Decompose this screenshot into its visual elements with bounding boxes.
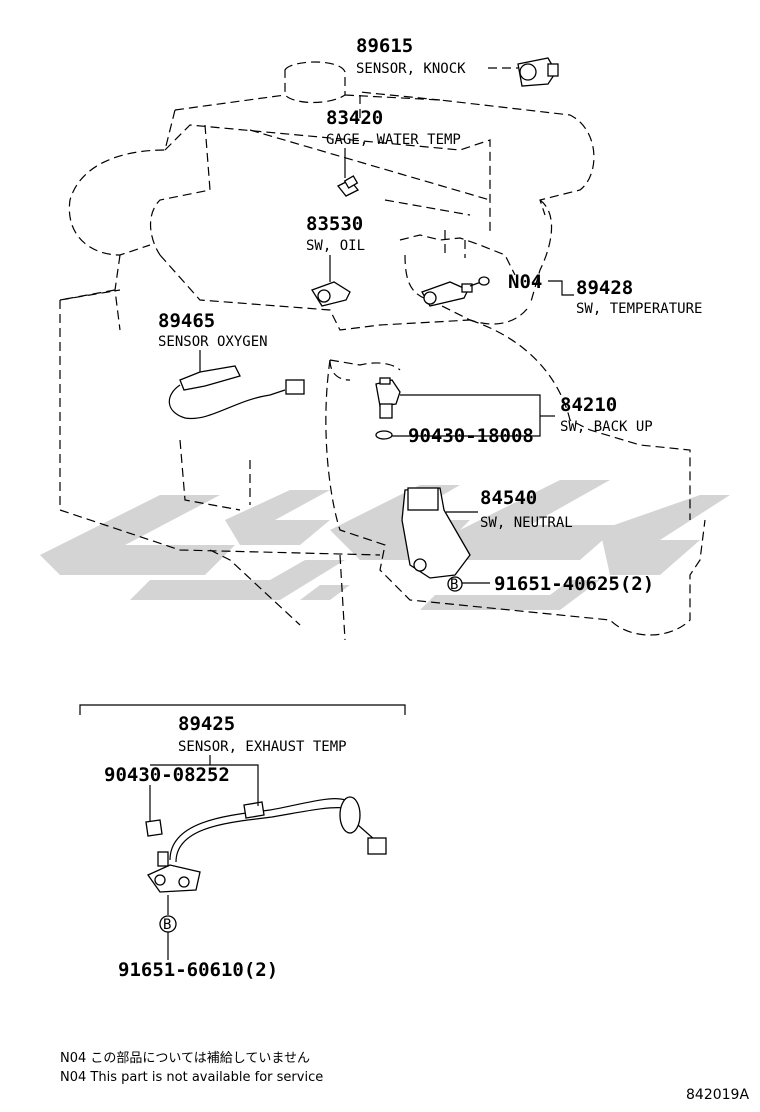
part-name-knock-sensor: SENSOR, KNOCK — [356, 61, 466, 77]
part-number-91651-60610[interactable]: 91651-60610(2) — [118, 959, 278, 981]
note-english: N04 This part is not available for servi… — [60, 1070, 323, 1085]
part-name-oil-switch: SW, OIL — [306, 238, 365, 254]
leader-lines — [79, 67, 574, 960]
part-name-neutral-switch: SW, NEUTRAL — [480, 515, 573, 531]
neutral-switch-drawing — [401, 487, 471, 579]
part-number-90430-18008[interactable]: 90430-18008 — [408, 425, 534, 447]
part-number-83530[interactable]: 83530 — [306, 213, 363, 235]
oxygen-sensor-drawing — [168, 365, 305, 420]
part-number-89428[interactable]: 89428 — [576, 277, 633, 299]
bolt-marker-label: B — [450, 577, 458, 593]
water-temp-gage-drawing — [336, 175, 360, 197]
part-number-84210[interactable]: 84210 — [560, 394, 617, 416]
part-number-n04[interactable]: N04 — [508, 271, 542, 293]
diagram-code: 842019A — [686, 1087, 749, 1103]
part-number-90430-08252[interactable]: 90430-08252 — [104, 764, 230, 786]
part-number-89425[interactable]: 89425 — [178, 713, 235, 735]
oil-switch-drawing — [311, 281, 351, 307]
part-name-water-temp-gage: GAGE, WATER TEMP — [326, 132, 461, 148]
part-name-exhaust-temp-sensor: SENSOR, EXHAUST TEMP — [178, 739, 347, 755]
bolt-marker-label: B — [163, 917, 171, 933]
bolt-marker-upper: B — [447, 576, 463, 593]
knock-sensor-drawing — [517, 57, 559, 87]
part-number-91651-40625[interactable]: 91651-40625(2) — [494, 573, 654, 595]
exhaust-temp-sensor-drawing — [145, 796, 387, 893]
part-number-83420[interactable]: 83420 — [326, 107, 383, 129]
part-number-89465[interactable]: 89465 — [158, 310, 215, 332]
gasket-drawing — [375, 430, 393, 440]
part-number-84540[interactable]: 84540 — [480, 487, 537, 509]
bolt-marker-lower: B — [159, 915, 177, 933]
note-japanese: N04 この部品については補給していません — [60, 1051, 310, 1066]
part-number-89615[interactable]: 89615 — [356, 35, 413, 57]
part-name-backup-switch: SW, BACK UP — [560, 419, 653, 435]
part-name-temperature-switch: SW, TEMPERATURE — [576, 301, 702, 317]
part-name-oxygen-sensor: SENSOR OXYGEN — [158, 334, 268, 350]
backup-switch-drawing — [375, 377, 401, 419]
engine-outline — [59, 61, 706, 641]
n04-oring — [478, 276, 490, 286]
temperature-switch-drawing — [421, 281, 473, 307]
